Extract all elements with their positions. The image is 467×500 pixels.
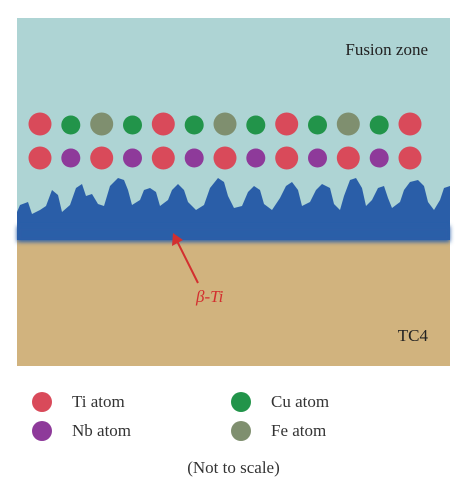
ti-atom	[28, 112, 52, 136]
legend-label-nb: Nb atom	[72, 421, 132, 440]
fe-atom	[336, 112, 360, 136]
fe-atom-icon	[231, 421, 251, 441]
ti-atom-icon	[32, 392, 52, 412]
nb-atom	[123, 148, 142, 168]
legend-label-cu: Cu atom	[271, 392, 330, 411]
nb-atom	[308, 148, 327, 168]
ti-atom	[398, 146, 422, 170]
tc4-region	[17, 238, 450, 366]
beta-ti-arrow	[176, 240, 199, 284]
nb-atom-icon	[32, 421, 52, 441]
ti-atom	[90, 146, 114, 170]
nb-atom	[246, 148, 266, 168]
cu-atom	[246, 115, 266, 135]
beta-ti-label: β-Ti	[195, 287, 224, 306]
beta-ti-arrowhead	[172, 233, 183, 246]
fe-atom	[213, 112, 237, 136]
ti-atom	[151, 146, 175, 170]
atom-rows	[28, 112, 422, 170]
legend-item-fe: Fe atom	[231, 421, 326, 441]
cu-atom-icon	[231, 392, 251, 412]
cu-atom	[61, 115, 81, 135]
legend-item-nb: Nb atom	[32, 421, 131, 441]
ti-atom	[398, 112, 422, 136]
ti-atom	[28, 146, 52, 170]
legend-label-ti: Ti atom	[72, 392, 125, 411]
tc4-label: TC4	[398, 326, 429, 345]
nb-atom	[369, 148, 389, 168]
ti-atom	[336, 146, 360, 170]
legend-item-ti: Ti atom	[32, 392, 125, 412]
scale-note: (Not to scale)	[187, 458, 280, 477]
ti-atom	[275, 146, 299, 170]
nb-atom	[61, 148, 81, 168]
cu-atom	[369, 115, 389, 135]
legend-item-cu: Cu atom	[231, 392, 329, 412]
fusion-zone-label: Fusion zone	[345, 40, 428, 59]
nb-atom	[184, 148, 204, 168]
ti-atom	[151, 112, 175, 136]
legend-label-fe: Fe atom	[271, 421, 327, 440]
fe-atom	[90, 112, 114, 136]
ti-atom	[213, 146, 237, 170]
cu-atom	[123, 115, 142, 135]
beta-ti-dendrite-layer	[17, 178, 450, 240]
beta-ti-interface-band	[17, 226, 450, 242]
ti-atom	[275, 112, 299, 136]
cu-atom	[184, 115, 204, 135]
cu-atom	[308, 115, 327, 135]
